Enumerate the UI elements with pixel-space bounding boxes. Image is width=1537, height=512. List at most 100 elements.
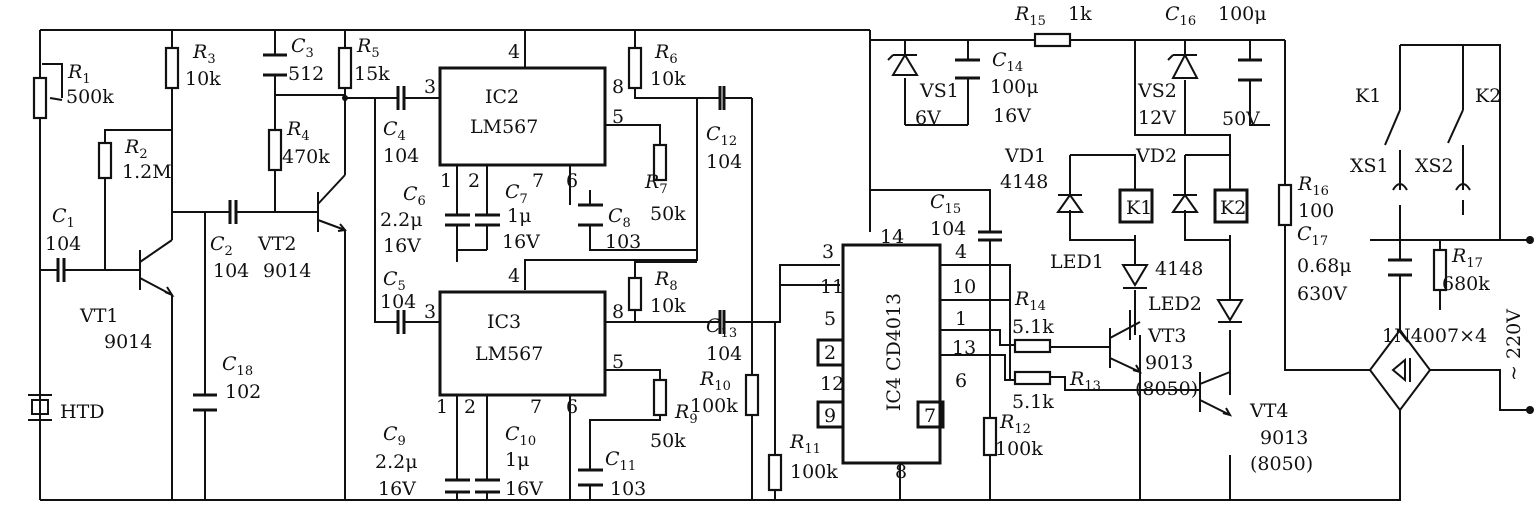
R3-value: 10k — [185, 68, 221, 90]
R5-value: 15k — [354, 63, 390, 85]
bridge-label: 1N4007×4 — [1382, 325, 1487, 347]
IC2-part: LM567 — [470, 116, 538, 138]
IC2-chip — [438, 66, 607, 167]
R6-resistor — [627, 46, 643, 90]
VS2-voltage: 12V — [1138, 107, 1176, 129]
R1-value: 500k — [66, 86, 114, 108]
ic4-pin-1: 1 — [955, 308, 967, 330]
VT2-transistor — [317, 174, 347, 232]
LED2-diode — [1216, 299, 1244, 323]
VS1-name: VS1 — [919, 80, 959, 102]
R17-label: R17 — [1451, 245, 1483, 271]
R3-resistor — [164, 46, 180, 90]
mains-terminal-top — [1526, 236, 1534, 244]
R12-label: R12 — [999, 411, 1031, 437]
ic2-pin-3: 3 — [424, 76, 436, 98]
VS1-voltage: 6V — [915, 107, 941, 129]
XS1-socket — [1392, 183, 1408, 215]
C17-voltage: 630V — [1297, 283, 1347, 305]
R15-label: R15 — [1014, 3, 1046, 29]
C3-label: C3 — [291, 35, 314, 61]
ic4-pin-13: 13 — [952, 337, 976, 359]
ic2-pin-5: 5 — [612, 106, 624, 128]
VD1-part: 4148 — [1000, 171, 1048, 193]
LED1-name: LED1 — [1050, 251, 1104, 273]
R8-label: R8 — [654, 268, 678, 294]
R15-resistor — [1033, 32, 1072, 48]
C3-value: 512 — [288, 63, 324, 85]
LED2-name: LED2 — [1148, 293, 1202, 315]
ic3-pin-7: 7 — [530, 396, 542, 418]
VD1-diode — [1056, 193, 1084, 213]
mains-label: ~ 220V — [1503, 309, 1525, 381]
R14-value: 5.1k — [1012, 316, 1054, 338]
ic-boxes — [438, 66, 1249, 465]
resistors — [32, 32, 1448, 492]
VT4-part: 9013 — [1260, 427, 1308, 449]
C4-label: C4 — [383, 118, 406, 144]
VT1-name: VT1 — [79, 305, 118, 327]
HTD-sensor — [28, 394, 52, 421]
R4-resistor — [267, 128, 283, 172]
C16-capacitor — [1238, 58, 1262, 82]
C16-voltage: 50V — [1222, 108, 1260, 130]
C11-label: C11 — [605, 448, 636, 474]
C14-value: 100μ — [990, 76, 1039, 98]
XS2-label: XS2 — [1415, 155, 1454, 177]
R13-label: R13 — [1069, 368, 1101, 394]
C15-value: 104 — [930, 218, 966, 240]
VT1-transistor — [139, 239, 175, 298]
VT3-name: VT3 — [1147, 325, 1186, 347]
K2-switch — [1447, 109, 1464, 144]
C10-label: C10 — [505, 423, 536, 449]
C2-capacitor — [228, 200, 238, 224]
R10-value: 100k — [690, 395, 738, 417]
C8-label: C8 — [608, 205, 631, 231]
VD2-diode — [1171, 193, 1199, 213]
R5-resistor — [337, 46, 353, 90]
R11-resistor — [767, 453, 783, 492]
R2-resistor — [97, 141, 113, 180]
VS1-zener — [887, 53, 919, 76]
capacitors — [56, 53, 1412, 494]
IC2-name: IC2 — [485, 86, 519, 108]
R9-value: 50k — [650, 430, 686, 452]
relay-switches — [342, 95, 1534, 414]
ic4-pin7-box — [916, 400, 945, 429]
C4-value: 104 — [383, 145, 419, 167]
R1-label: R1 — [67, 61, 91, 87]
R5-label: R5 — [356, 35, 380, 61]
K1-relay-coil — [1118, 188, 1154, 224]
C16-label: C16 — [1165, 3, 1196, 29]
mains-terminal-bottom — [1526, 406, 1534, 414]
C14-voltage: 16V — [993, 105, 1031, 127]
C4-capacitor — [396, 86, 406, 110]
K1-coil-label: K1 — [1126, 197, 1152, 219]
R1-wiper — [42, 63, 63, 101]
R7-label: R7 — [644, 171, 668, 197]
C5-capacitor — [396, 310, 406, 334]
ic3-pin-4: 4 — [508, 265, 520, 287]
junction-r5 — [342, 95, 348, 101]
ic3-pin-3: 3 — [424, 301, 436, 323]
C7-value: 1μ — [507, 205, 531, 227]
C6-label: C6 — [403, 183, 426, 209]
R15-value: 1k — [1068, 3, 1092, 25]
K1-switch — [1384, 109, 1401, 146]
ic4-pin-10: 10 — [952, 276, 976, 298]
R17-resistor — [1432, 248, 1448, 292]
C10-voltage: 16V — [505, 478, 543, 500]
VS2-name: VS2 — [1137, 80, 1177, 102]
C1-value: 104 — [45, 233, 81, 255]
C9-label: C9 — [383, 423, 406, 449]
C7-voltage: 16V — [502, 231, 540, 253]
C18-value: 102 — [225, 381, 261, 403]
R13-resistor — [1013, 370, 1052, 386]
ic4-pin-2: 2 — [824, 342, 836, 364]
R6-label: R6 — [654, 41, 678, 67]
VT3-part: 9013 — [1145, 352, 1193, 374]
C5-value: 104 — [380, 291, 416, 313]
R1-resistor — [32, 76, 48, 120]
VT4-alt: (8050) — [1250, 453, 1313, 475]
